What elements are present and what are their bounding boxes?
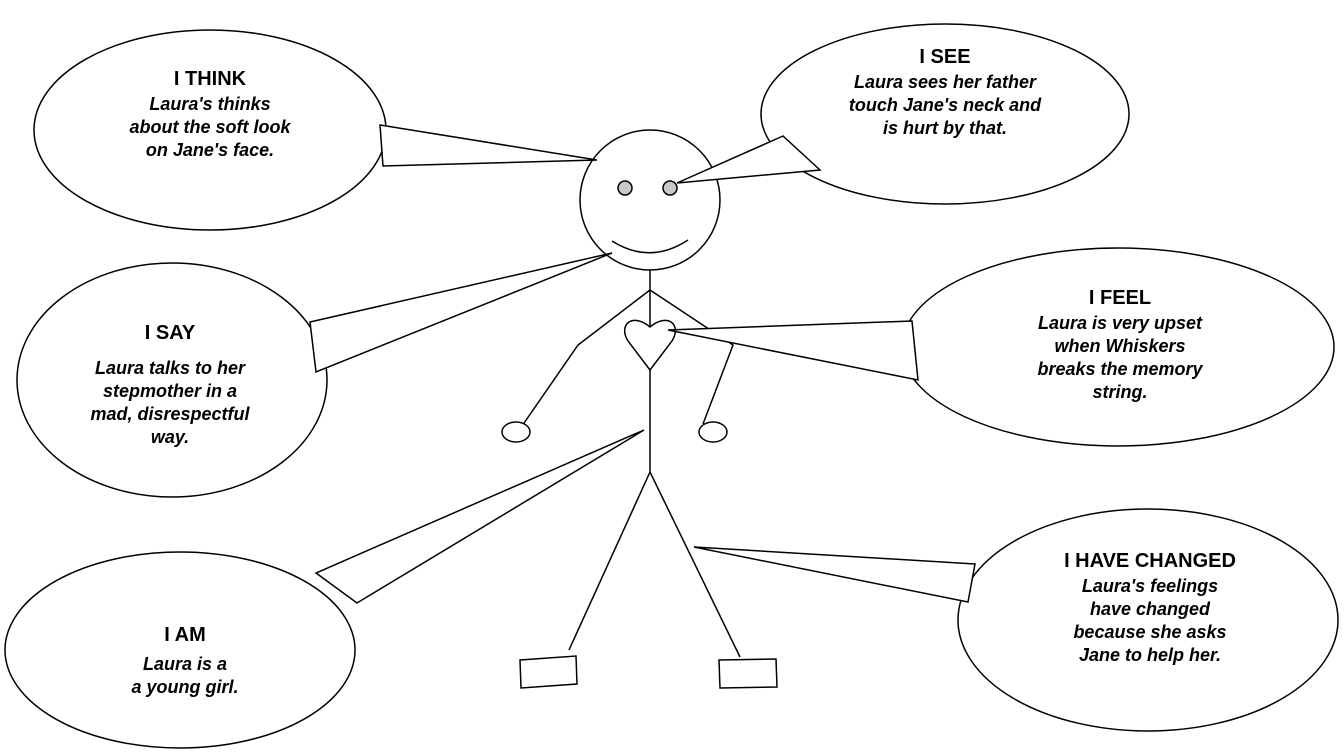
- figure-head: [579, 129, 721, 271]
- bubble-changed-shape: [693, 508, 1339, 732]
- bubble-say-shape: [16, 252, 613, 498]
- bubble-line: mad, disrespectful: [90, 404, 250, 424]
- bubble-title: I THINK: [173, 68, 247, 90]
- bubble-line: because she asks: [1073, 622, 1227, 642]
- bubble-line: a young girl.: [131, 677, 239, 697]
- left-leg: [568, 471, 651, 651]
- bubble-line: is hurt by that.: [882, 118, 1007, 138]
- bubble-line: Jane to help her.: [1078, 645, 1222, 665]
- bubble-title: I AM: [164, 624, 206, 646]
- bubble-feel-shape: [667, 247, 1335, 447]
- bubble-title: I SAY: [144, 322, 196, 344]
- bubble-line: Laura's thinks: [149, 94, 271, 114]
- bubble-title: I FEEL: [1088, 287, 1152, 309]
- bubble-line: when Whiskers: [1054, 336, 1186, 356]
- bubble-line: string.: [1092, 382, 1148, 402]
- bubble-line: stepmother in a: [102, 381, 238, 401]
- bubble-line: about the soft look: [129, 117, 291, 137]
- bubble-line: Laura sees her father: [853, 72, 1037, 92]
- right-arm: [649, 289, 734, 425]
- left-eye-icon: [617, 180, 633, 196]
- bubble-i-see: I SEE Laura sees her father touch Jane's…: [795, 46, 1095, 140]
- bubble-think-shape: [33, 29, 598, 231]
- bubble-i-have-changed: I HAVE CHANGED Laura's feelings have cha…: [1000, 550, 1300, 667]
- right-eye-icon: [662, 180, 678, 196]
- bubble-line: touch Jane's neck and: [848, 95, 1042, 115]
- bubble-line: way.: [150, 427, 190, 447]
- bubble-i-think: I THINK Laura's thinks about the soft lo…: [70, 68, 350, 162]
- stick-figure: [501, 129, 778, 689]
- left-foot: [519, 655, 578, 689]
- bubble-am-shape: [4, 429, 645, 749]
- bubble-see-shape: [676, 23, 1130, 205]
- bubble-i-am: I AM Laura is a a young girl.: [80, 624, 290, 699]
- bubble-title: I HAVE CHANGED: [1064, 550, 1236, 572]
- bubble-line: Laura is a: [142, 654, 228, 674]
- left-arm: [521, 289, 651, 427]
- smile-mouth: [611, 239, 689, 254]
- bubble-line: on Jane's face.: [145, 140, 275, 160]
- right-hand: [698, 421, 728, 443]
- bubble-title: I SEE: [919, 46, 971, 68]
- bubble-line: Laura talks to her: [94, 358, 246, 378]
- bubble-line: breaks the memory: [1037, 359, 1203, 379]
- left-hand: [501, 421, 531, 443]
- heart-icon: [623, 319, 677, 372]
- bubble-i-feel: I FEEL Laura is very upset when Whiskers…: [980, 287, 1260, 404]
- bubble-line: Laura's feelings: [1081, 576, 1219, 596]
- bubble-line: Laura is very upset: [1037, 313, 1203, 333]
- bubble-line: have changed: [1089, 599, 1211, 619]
- right-foot: [718, 658, 778, 689]
- right-leg: [649, 471, 741, 658]
- bubble-i-say: I SAY Laura talks to her stepmother in a…: [40, 322, 300, 449]
